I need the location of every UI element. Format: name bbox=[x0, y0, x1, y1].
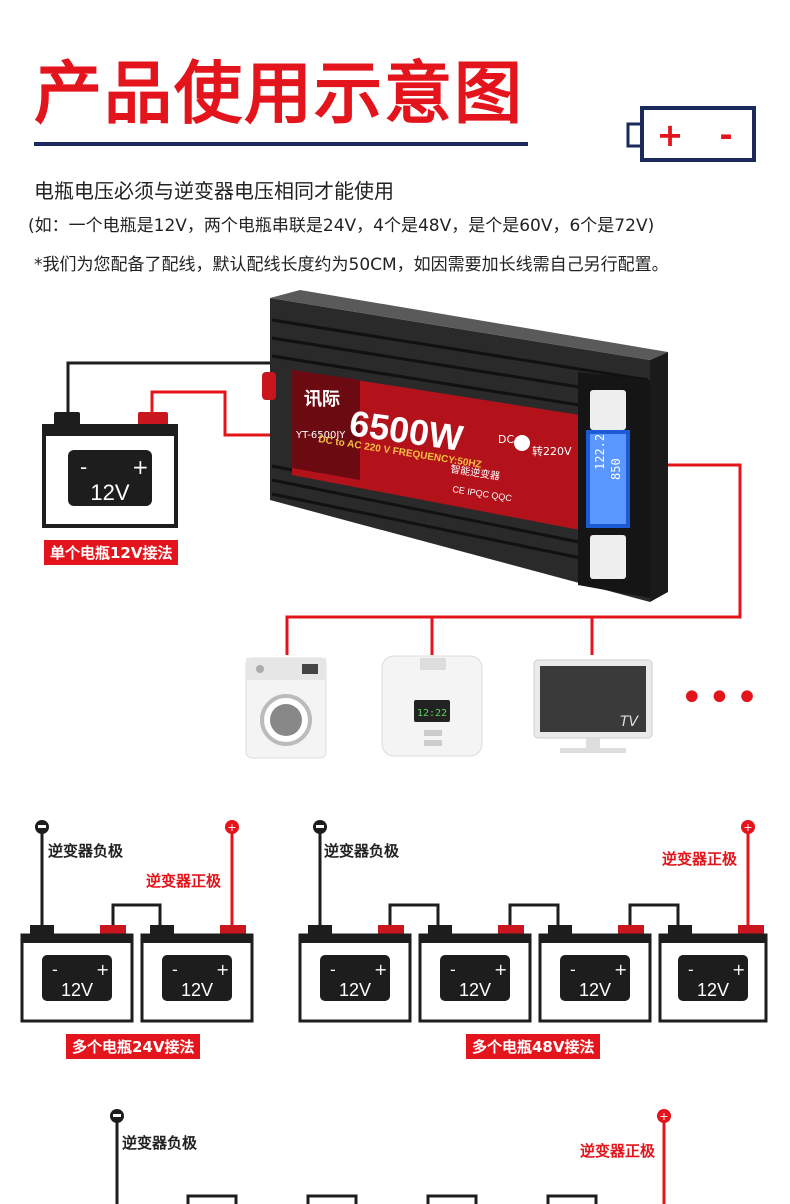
rice-cooker-icon bbox=[381, 655, 483, 757]
svg-text:-: - bbox=[570, 960, 576, 979]
svg-text:-: - bbox=[688, 960, 694, 979]
series-more-negative-label: 逆变器负极 bbox=[122, 1134, 198, 1152]
svg-text:+: + bbox=[132, 455, 149, 479]
single-battery: - + bbox=[42, 412, 178, 528]
inverter-body bbox=[262, 290, 668, 602]
note-voltage-match: 电瓶电压必须与逆变器电压相同才能使用 bbox=[34, 179, 394, 203]
svg-text:+: + bbox=[732, 960, 745, 979]
brand-text: 讯际 bbox=[304, 389, 340, 410]
series24-caption: 多个电瓶24V接法 bbox=[66, 1034, 201, 1059]
model-text: YT-6500JY bbox=[295, 430, 346, 441]
svg-text:-: - bbox=[450, 960, 456, 979]
title-underline bbox=[34, 142, 528, 146]
battery-plus-sign: + bbox=[657, 116, 684, 154]
dc-label: DC bbox=[498, 433, 514, 446]
series48-caption: 多个电瓶48V接法 bbox=[466, 1034, 601, 1059]
inverter-diagram: 讯际 YT-6500JY 6500W DC to AC 220 V FREQUE… bbox=[42, 290, 742, 759]
output-wire-main bbox=[285, 463, 742, 655]
svg-text:+: + bbox=[614, 960, 627, 979]
lcd-power: 850 bbox=[609, 458, 623, 480]
series48-negative-label: 逆变器负极 bbox=[324, 842, 400, 860]
svg-text:-: - bbox=[172, 960, 178, 979]
cooker-display: 12:22 bbox=[417, 708, 447, 719]
svg-text:+: + bbox=[743, 821, 752, 834]
single-battery-voltage: 12V bbox=[90, 480, 129, 505]
tv-icon bbox=[533, 659, 653, 753]
battery-icon: + - bbox=[626, 106, 756, 162]
washing-machine-icon bbox=[245, 657, 327, 759]
series-48v-diagram: + - + - + - + - + 12V 12V 12V 12V bbox=[298, 820, 768, 1023]
battery-48-4-voltage: 12V bbox=[697, 980, 729, 1000]
svg-text:-: - bbox=[52, 960, 58, 979]
battery-minus-sign: - bbox=[719, 116, 732, 154]
battery-48-2-voltage: 12V bbox=[459, 980, 491, 1000]
svg-text:+: + bbox=[374, 960, 387, 979]
note-voltage-examples: (如：一个电瓶是12V，两个电瓶串联是24V，4个是48V，是个是60V，6个是… bbox=[28, 216, 655, 236]
svg-text:-: - bbox=[80, 455, 87, 479]
series48-positive-label: 逆变器正极 bbox=[662, 850, 738, 868]
svg-text:+: + bbox=[216, 960, 229, 979]
series-24v-diagram: + - + - + 12V 12V bbox=[20, 820, 254, 1023]
series24-positive-label: 逆变器正极 bbox=[146, 872, 222, 890]
tv-label: TV bbox=[620, 714, 640, 730]
svg-text:+: + bbox=[96, 960, 109, 979]
battery-24-1-voltage: 12V bbox=[61, 980, 93, 1000]
ac-label: 转220V bbox=[532, 444, 572, 458]
more-appliances-icon: ••• bbox=[680, 675, 763, 721]
svg-text:+: + bbox=[659, 1110, 668, 1123]
single-caption: 单个电瓶12V接法 bbox=[44, 540, 179, 565]
svg-text:+: + bbox=[494, 960, 507, 979]
svg-text:-: - bbox=[330, 960, 336, 979]
battery-48-3-voltage: 12V bbox=[579, 980, 611, 1000]
positive-wire bbox=[150, 390, 280, 437]
svg-text:+: + bbox=[227, 821, 236, 834]
series-more-diagram: + bbox=[110, 1109, 671, 1204]
page-title: 产品使用示意图 bbox=[34, 55, 525, 134]
lcd-voltage: 122.2 bbox=[593, 434, 607, 470]
series24-negative-label: 逆变器负极 bbox=[48, 842, 124, 860]
battery-24-2-voltage: 12V bbox=[181, 980, 213, 1000]
battery-48-1-voltage: 12V bbox=[339, 980, 371, 1000]
note-cable-info: *我们为您配备了配线，默认配线长度约为50CM，如因需要加长线需自己另行配置。 bbox=[34, 255, 669, 275]
series-more-positive-label: 逆变器正极 bbox=[580, 1142, 656, 1160]
